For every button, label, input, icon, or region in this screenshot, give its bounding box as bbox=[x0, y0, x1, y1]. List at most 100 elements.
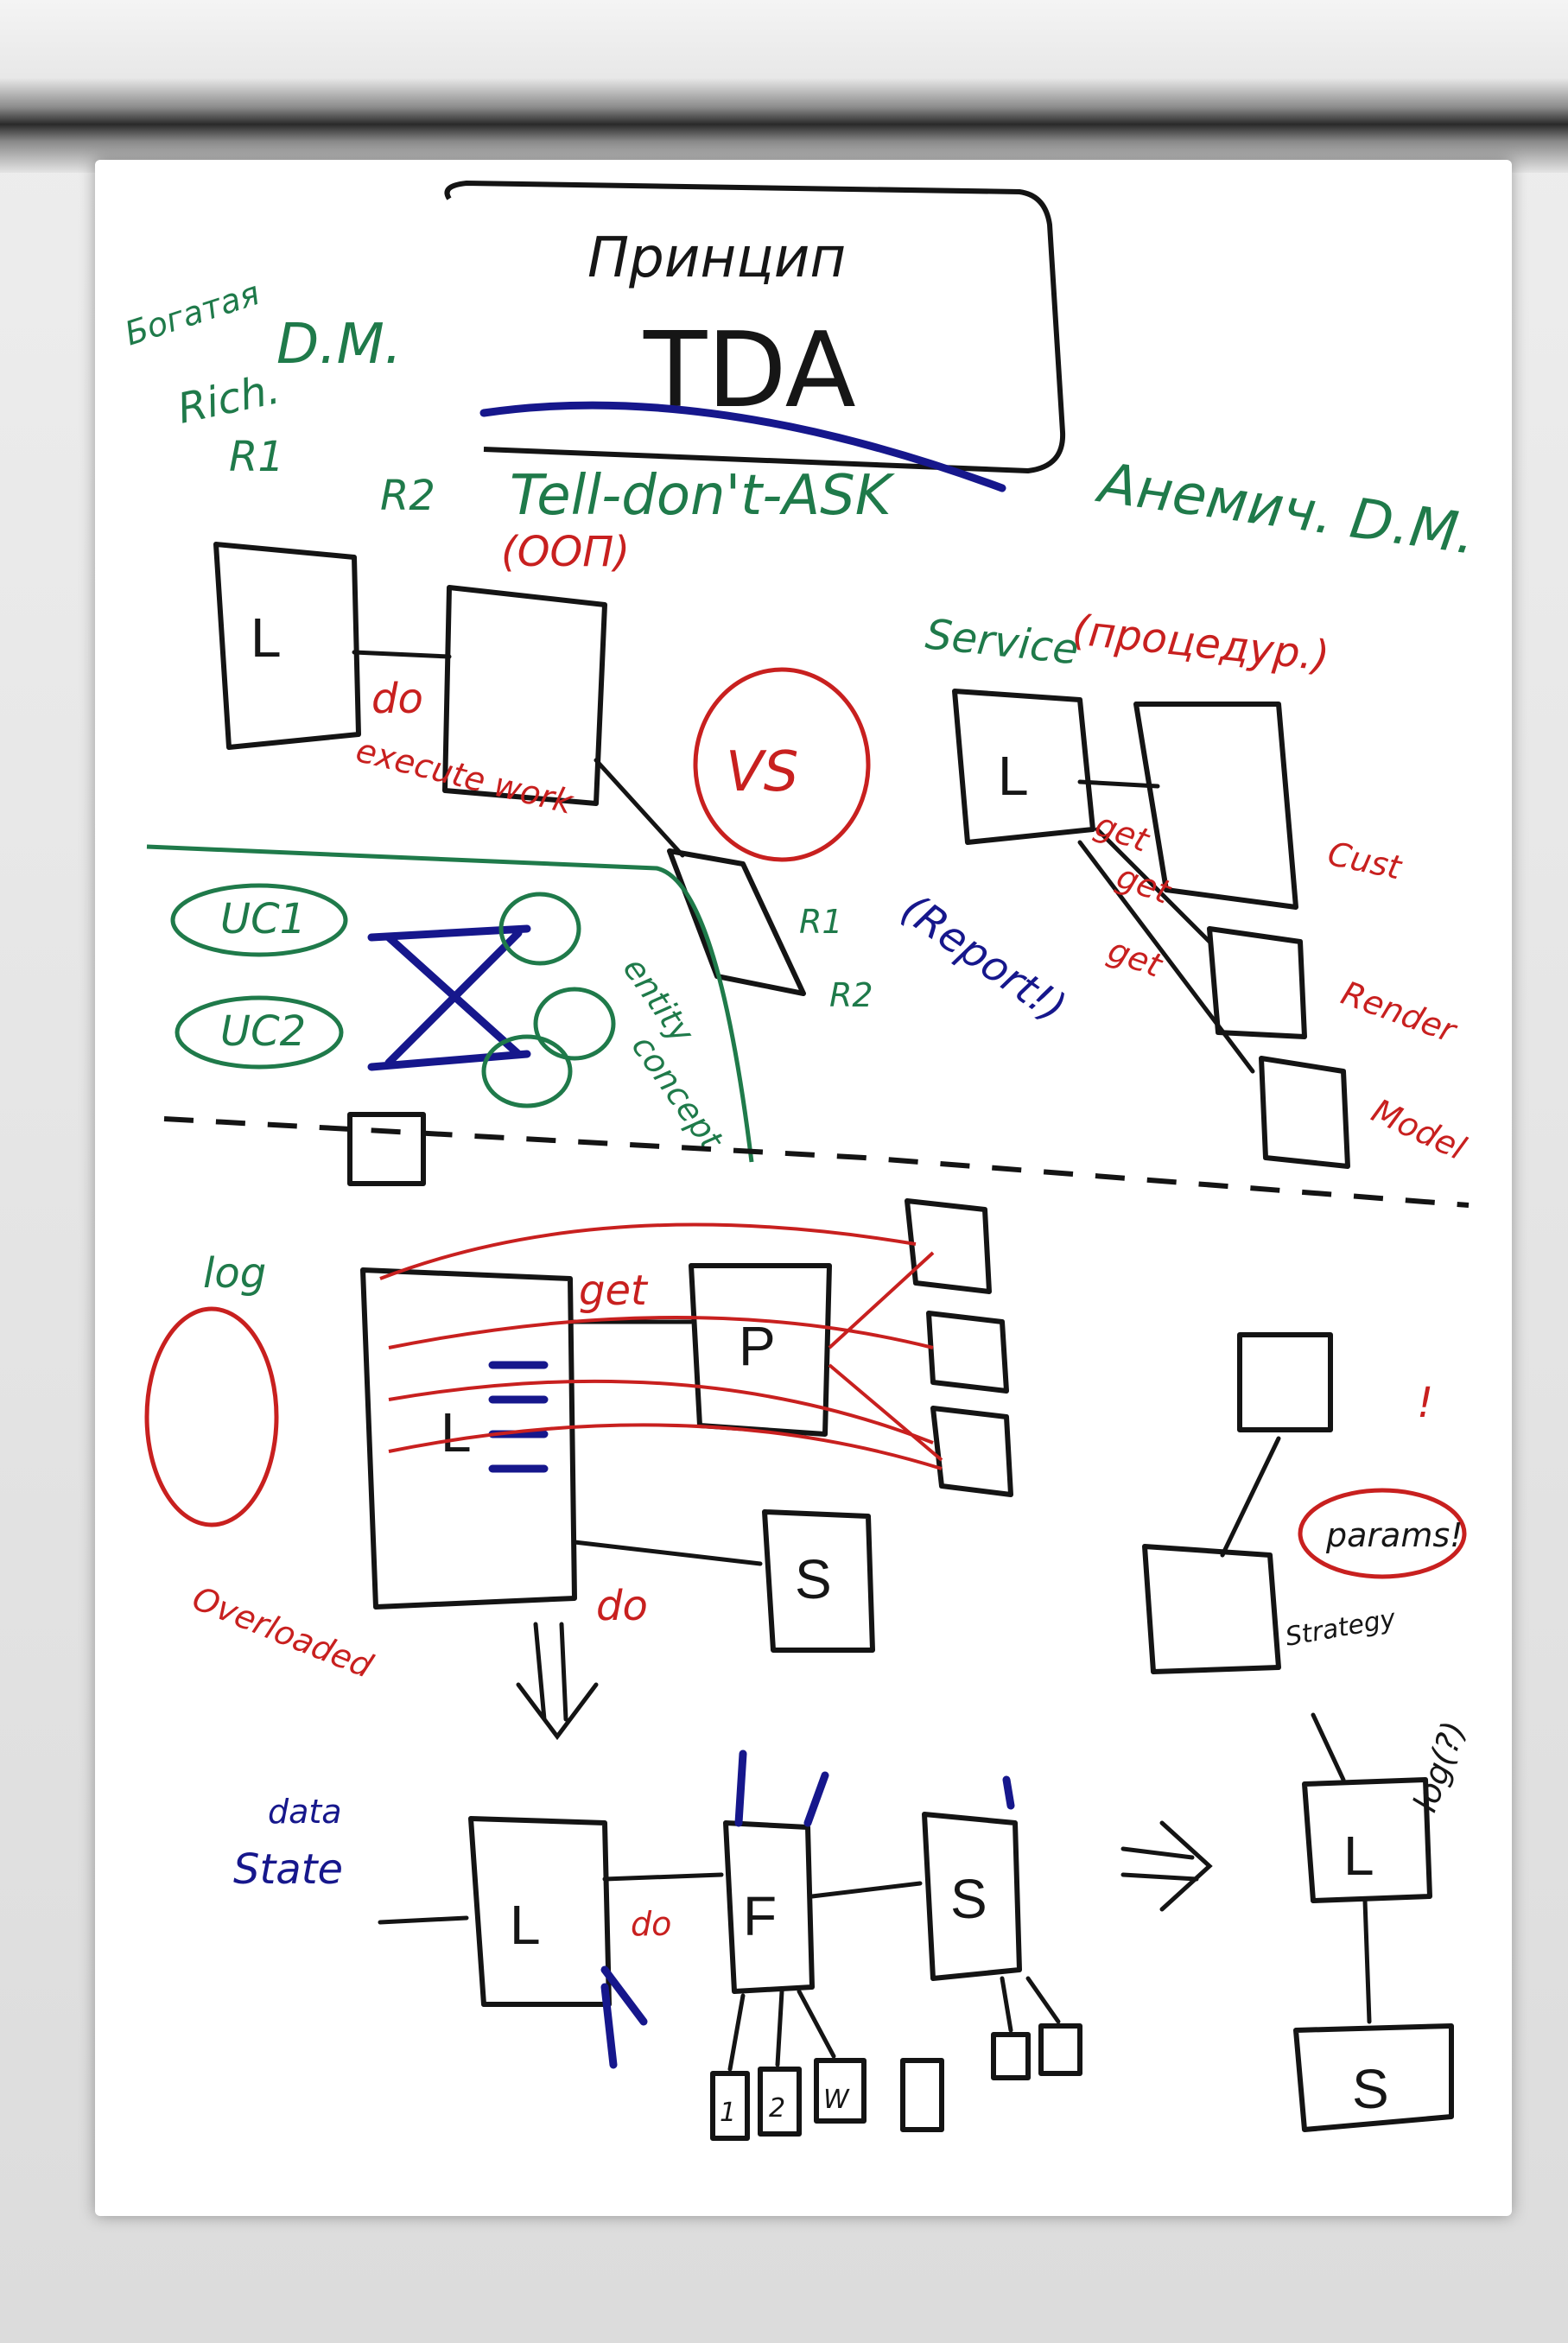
down-double-arrow bbox=[516, 1622, 599, 1741]
arrow-to-top bbox=[1220, 1436, 1281, 1558]
small-box-b bbox=[926, 1311, 1009, 1394]
entity-oval-1 bbox=[498, 892, 581, 966]
do-arrow-label: do bbox=[596, 1582, 648, 1630]
red-tangle bbox=[379, 1222, 943, 1470]
s-box-right-label: S bbox=[1352, 2058, 1389, 2120]
get-label-3: get bbox=[1103, 930, 1169, 985]
left-heading: D.M. bbox=[276, 313, 402, 377]
title-line1: Принцип bbox=[587, 226, 846, 290]
s-box-mid bbox=[762, 1509, 875, 1653]
f-box-bottom-label: F bbox=[743, 1885, 777, 1947]
log-q-label: log(?) bbox=[1406, 1717, 1473, 1817]
overloaded-stack bbox=[488, 1361, 549, 1473]
arrow-to-box3 bbox=[594, 758, 685, 858]
subtitle-note: (ООП) bbox=[501, 528, 630, 576]
get-arrow-label: get bbox=[579, 1267, 649, 1315]
rich-box-3-r1: R1 bbox=[799, 903, 843, 941]
small-box-4 bbox=[900, 2058, 944, 2132]
exclaim-label: ! bbox=[1417, 1379, 1433, 1427]
left-label-en: Rich. bbox=[174, 365, 284, 433]
service-label: Service bbox=[924, 610, 1081, 674]
rich-box-l bbox=[213, 542, 361, 750]
entity-oval-2 bbox=[533, 987, 616, 1061]
cust-label: Cust bbox=[1324, 835, 1406, 887]
s-box-bottom bbox=[922, 1812, 1022, 1981]
small-label-w: W bbox=[823, 2085, 850, 2115]
f-small-box bbox=[347, 1112, 426, 1186]
arrows-up-to-f bbox=[727, 1989, 836, 2072]
do-bottom-label: do bbox=[631, 1905, 671, 1943]
anemic-box-cust bbox=[1133, 702, 1298, 910]
uc2-label: UC2 bbox=[220, 1007, 306, 1056]
concept-label: concept bbox=[625, 1028, 732, 1159]
uc1-label: UC1 bbox=[220, 895, 306, 943]
p-box-label: P bbox=[739, 1315, 776, 1377]
small-label-2: 2 bbox=[769, 2093, 785, 2124]
arrow-l-to-f bbox=[602, 1872, 724, 1882]
get-label-2: get bbox=[1112, 857, 1178, 911]
model-label: Model bbox=[1366, 1091, 1471, 1167]
small-label-1: 1 bbox=[720, 2098, 736, 2128]
small-box-2 bbox=[758, 2067, 802, 2137]
arrow-anemic-1 bbox=[1077, 779, 1160, 789]
small-box-5 bbox=[991, 2032, 1031, 2080]
small-box-c bbox=[930, 1406, 1013, 1497]
green-boundary bbox=[146, 844, 754, 1163]
l-box-bottom-label: L bbox=[510, 1894, 541, 1956]
p-box bbox=[689, 1263, 832, 1437]
rich-box-3-r2: R2 bbox=[829, 976, 873, 1014]
uc2-oval bbox=[175, 995, 344, 1070]
small-box-w bbox=[814, 2058, 867, 2124]
render-label: Render bbox=[1336, 974, 1463, 1051]
data-label: data bbox=[268, 1793, 342, 1831]
rich-box-3 bbox=[667, 848, 806, 996]
b-box-top bbox=[1237, 1332, 1333, 1432]
s-box-bottom-label: S bbox=[950, 1868, 987, 1930]
anemic-box-render bbox=[1207, 926, 1307, 1039]
overloaded-label: Overloaded bbox=[187, 1579, 378, 1686]
arrow-do bbox=[352, 650, 452, 659]
anemic-box-model bbox=[1259, 1056, 1350, 1169]
rich-box-l-label: L bbox=[251, 606, 282, 669]
overloaded-box-label: L bbox=[441, 1401, 472, 1464]
small-box-a bbox=[905, 1198, 992, 1294]
strategy-box bbox=[1142, 1544, 1281, 1674]
execute-label: execute work bbox=[352, 731, 578, 822]
log-label: log bbox=[203, 1249, 266, 1298]
overloaded-box bbox=[360, 1267, 577, 1610]
arrow-anemic-3 bbox=[1077, 840, 1255, 1074]
report-label: (Report!) bbox=[892, 885, 1075, 1032]
flipchart-clip-bar bbox=[0, 0, 1568, 173]
small-box-6 bbox=[1038, 2023, 1082, 2076]
uc-cross-lines bbox=[367, 924, 531, 1071]
arrows-up-to-s bbox=[1000, 1976, 1061, 2033]
small-box-1 bbox=[710, 2071, 750, 2141]
right-label-note: (процедур.) bbox=[1070, 606, 1331, 681]
do-label: do bbox=[371, 675, 423, 723]
arrow-do-s bbox=[572, 1540, 763, 1566]
implies-arrow bbox=[1120, 1820, 1213, 1912]
subtitle: Tell-don't-ASK bbox=[510, 464, 896, 528]
anemic-box-l bbox=[952, 689, 1095, 845]
f-box-bottom bbox=[723, 1820, 815, 1994]
vs-label: VS bbox=[726, 740, 798, 804]
l-box-right-label: L bbox=[1343, 1825, 1374, 1887]
arrow-to-l-right bbox=[1311, 1712, 1346, 1782]
vs-circle bbox=[693, 667, 871, 862]
anemic-box-l-label: L bbox=[998, 745, 1029, 807]
state-label: State bbox=[233, 1845, 343, 1894]
arrow-l-to-s-right bbox=[1362, 1898, 1372, 2024]
rich-box-2 bbox=[442, 585, 607, 806]
uc1-oval bbox=[170, 883, 348, 957]
log-red-circle bbox=[144, 1306, 279, 1527]
s-box-right bbox=[1293, 2023, 1454, 2132]
entity-oval-3 bbox=[481, 1034, 573, 1108]
right-heading: Анемич. D.M. bbox=[1092, 451, 1480, 568]
left-r1: R1 bbox=[229, 433, 284, 481]
left-r2: R2 bbox=[380, 472, 435, 520]
arrow-f-to-s bbox=[809, 1881, 923, 1899]
title-box bbox=[444, 181, 1066, 473]
params-circle bbox=[1298, 1488, 1467, 1579]
